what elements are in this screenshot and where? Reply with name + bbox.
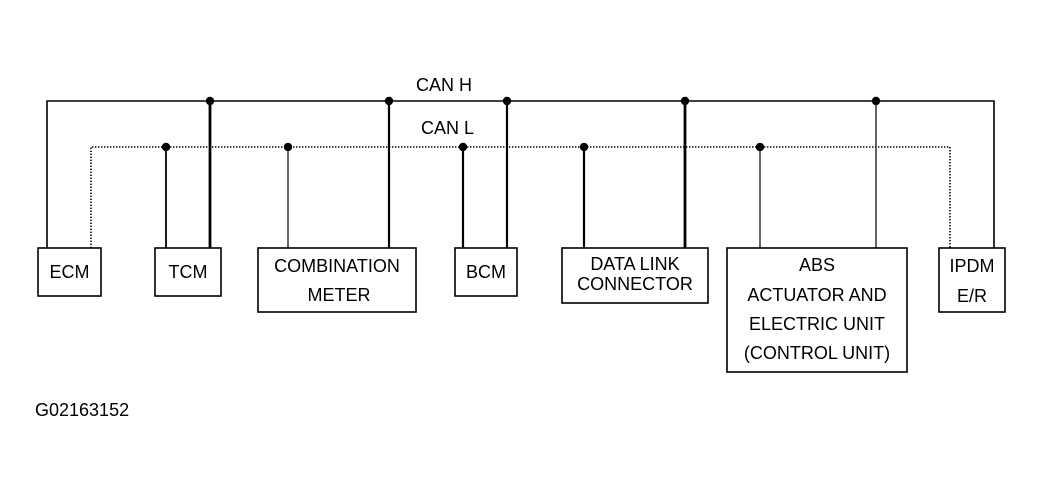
- abs-actuator-box: [726, 247, 908, 373]
- abs-actuator-label-line-2: ACTUATOR AND: [747, 285, 886, 305]
- abs-actuator-label-line-3: ELECTRIC UNIT: [749, 314, 885, 334]
- ipdm-er-label-line-1: IPDM: [950, 256, 995, 276]
- bcm-label: BCM: [466, 262, 506, 282]
- can-h-label: CAN H: [416, 75, 472, 95]
- bcm-box: [454, 247, 518, 297]
- can-h-bus-line: [46, 100, 995, 248]
- can-l-junction-combination-meter: [283, 142, 293, 152]
- can-l-junction-data-link-connector: [579, 142, 589, 152]
- can-l-junction-tcm: [161, 142, 171, 152]
- can-h-junction-combination-meter: [384, 96, 394, 106]
- tcm-label: TCM: [169, 262, 208, 282]
- combination-meter-label-line-2: METER: [308, 285, 371, 305]
- can-l-junction-abs: [755, 142, 765, 152]
- can-l-junction-bcm: [458, 142, 468, 152]
- can-h-junction-data-link-connector: [680, 96, 690, 106]
- ecm-box: [37, 247, 102, 297]
- combination-meter-box: [257, 247, 417, 313]
- ipdm-er-label-line-2: E/R: [957, 286, 987, 306]
- combination-meter-label-line-1: COMBINATION: [274, 256, 400, 276]
- abs-actuator-label-line-4: (CONTROL UNIT): [744, 343, 890, 363]
- data-link-connector-box: [561, 247, 709, 304]
- data-link-connector-label-line-2: CONNECTOR: [577, 274, 693, 294]
- can-l-label: CAN L: [421, 118, 474, 138]
- abs-actuator-label-line-1: ABS: [799, 255, 835, 275]
- ecm-label: ECM: [50, 262, 90, 282]
- can-l-bus-line: [90, 146, 951, 248]
- figure-id: G02163152: [35, 400, 129, 420]
- can-h-junction-tcm: [205, 96, 215, 106]
- data-link-connector-label-line-1: DATA LINK: [590, 254, 679, 274]
- can-h-junction-bcm: [502, 96, 512, 106]
- can-h-junction-abs: [871, 96, 881, 106]
- ipdm-er-box: [938, 247, 1006, 313]
- tcm-box: [154, 247, 222, 297]
